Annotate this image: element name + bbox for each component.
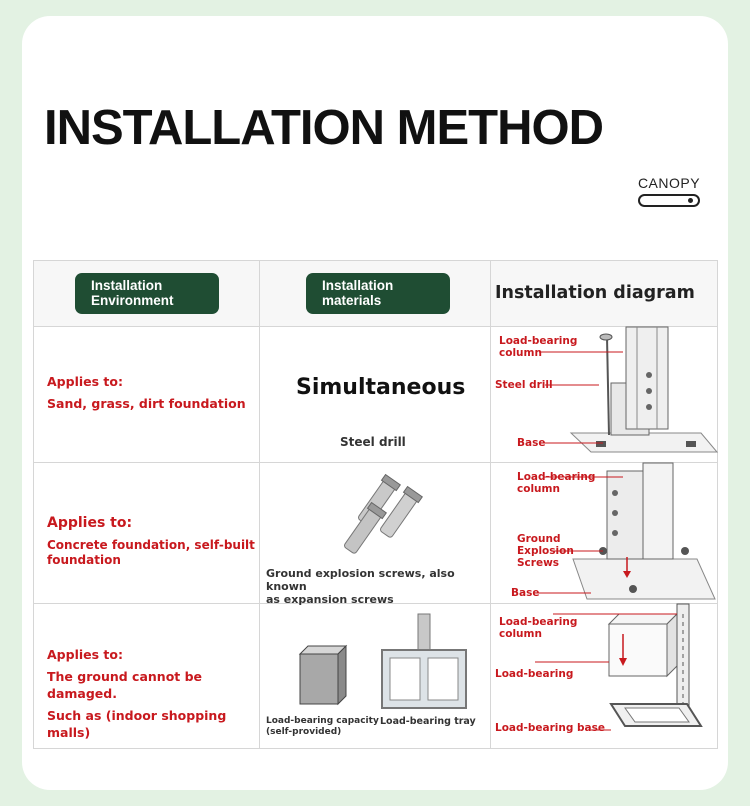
table-row: Applies to: Sand, grass, dirt foundation…	[33, 326, 719, 463]
row1-diagram-label-base: Base	[517, 437, 546, 449]
page-title: INSTALLATION METHOD	[44, 101, 604, 155]
concrete-anchor-diagram-icon	[539, 462, 716, 600]
row3-materials-cell: Load-bearing capacity (self-provided) Lo…	[259, 603, 491, 749]
row2-diagram-label-column-line1: Load-bearing	[517, 471, 596, 483]
row3-applies-label: Applies to:	[47, 647, 123, 662]
row2-material-caption: Ground explosion screws, also known as e…	[266, 567, 490, 606]
header-environment-cell: Installation Environment	[33, 260, 260, 327]
row2-diagram-cell: Load-bearing column Ground Explosion Scr…	[490, 462, 718, 604]
brand-name: CANOPY	[637, 175, 701, 191]
table-row: Applies to: The ground cannot be damaged…	[33, 603, 718, 749]
row1-applies-label: Applies to:	[47, 374, 123, 389]
row1-diagram-label-column-line1: Load-bearing	[499, 335, 578, 347]
row2-environment-text: Applies to: Concrete foundation, self-bu…	[47, 515, 255, 568]
row3-environment-value-line2: Such as (indoor shopping malls)	[47, 708, 227, 740]
row1-material-caption: Steel drill	[340, 435, 406, 449]
row3-diagram-label-load: Load-bearing	[495, 668, 574, 680]
row3-diagram-label-base: Load-bearing base	[495, 722, 605, 734]
table-header-row: Installation Environment Installation ma…	[33, 260, 718, 327]
row1-environment-cell: Applies to: Sand, grass, dirt foundation	[33, 326, 260, 463]
row3-environment-cell: Applies to: The ground cannot be damaged…	[33, 603, 260, 749]
header-materials-line1: Installation	[322, 278, 394, 293]
row2-material-caption-line2: as expansion screws	[266, 593, 394, 606]
header-diagram-title: Installation diagram	[495, 283, 695, 303]
header-environment-line1: Installation	[91, 278, 163, 293]
row3-diagram-label-column: Load-bearing column	[499, 616, 577, 640]
row2-materials-cell: Ground explosion screws, also known as e…	[259, 462, 491, 606]
ground-stake-diagram-icon	[539, 326, 719, 453]
row2-diagram-label-column: Load-bearing column	[517, 471, 595, 495]
row2-diagram-label-screws-line3: Screws	[517, 557, 560, 569]
row3-diagram-label-column-line1: Load-bearing	[499, 616, 578, 628]
row3-material-caption-block: Load-bearing capacity (self-provided)	[266, 716, 379, 738]
row1-diagram-cell: Load-bearing column Steel drill Base	[490, 326, 719, 463]
row2-environment-value-line2: foundation	[47, 553, 121, 567]
row2-environment-value-line1: Concrete foundation, self-built	[47, 538, 255, 552]
header-materials-line2: materials	[322, 293, 382, 308]
header-environment-line2: Environment	[91, 293, 174, 308]
row2-environment-cell: Applies to: Concrete foundation, self-bu…	[33, 462, 260, 604]
header-diagram-cell: Installation diagram	[490, 260, 718, 327]
row1-diagram-label-column: Load-bearing column	[499, 335, 577, 359]
installation-table: Installation Environment Installation ma…	[33, 260, 719, 749]
row2-material-caption-line1: Ground explosion screws, also known	[266, 567, 455, 593]
row3-diagram-cell: Load-bearing column Load-bearing Load-be…	[490, 603, 718, 749]
header-materials-pill: Installation materials	[306, 273, 450, 314]
expansion-screws-icon	[344, 473, 423, 554]
row1-environment-value: Sand, grass, dirt foundation	[47, 396, 246, 411]
row2-applies-label: Applies to:	[47, 515, 133, 531]
row3-material-caption-tray: Load-bearing tray	[380, 716, 476, 727]
row1-environment-text: Applies to: Sand, grass, dirt foundation	[47, 373, 246, 412]
weighted-base-diagram-icon	[535, 603, 703, 731]
row2-diagram-label-screws: Ground Explosion Screws	[517, 533, 574, 569]
load-block-and-tray-icon	[298, 613, 467, 709]
row3-environment-text: Applies to: The ground cannot be damaged…	[47, 646, 259, 741]
row1-diagram-label-drill: Steel drill	[495, 379, 553, 391]
row2-diagram-label-screws-line1: Ground	[517, 533, 561, 545]
row1-materials-cell: Simultaneous Steel drill	[259, 326, 491, 463]
row3-environment-value-line1: The ground cannot be damaged.	[47, 669, 203, 701]
row2-diagram-label-base: Base	[511, 587, 540, 599]
brand-logo: CANOPY	[636, 175, 702, 207]
header-environment-pill: Installation Environment	[75, 273, 219, 314]
row3-material-caption-block-line1: Load-bearing capacity	[266, 716, 379, 726]
row1-material-heading: Simultaneous	[296, 375, 466, 400]
row3-material-caption-block-line2: (self-provided)	[266, 727, 342, 737]
header-materials-cell: Installation materials	[259, 260, 491, 327]
table-row: Applies to: Concrete foundation, self-bu…	[33, 462, 718, 606]
row3-diagram-label-column-line2: column	[499, 628, 542, 640]
row2-diagram-label-column-line2: column	[517, 483, 560, 495]
row2-diagram-label-screws-line2: Explosion	[517, 545, 574, 557]
brand-bar-icon	[638, 194, 700, 207]
row1-diagram-label-column-line2: column	[499, 347, 542, 359]
